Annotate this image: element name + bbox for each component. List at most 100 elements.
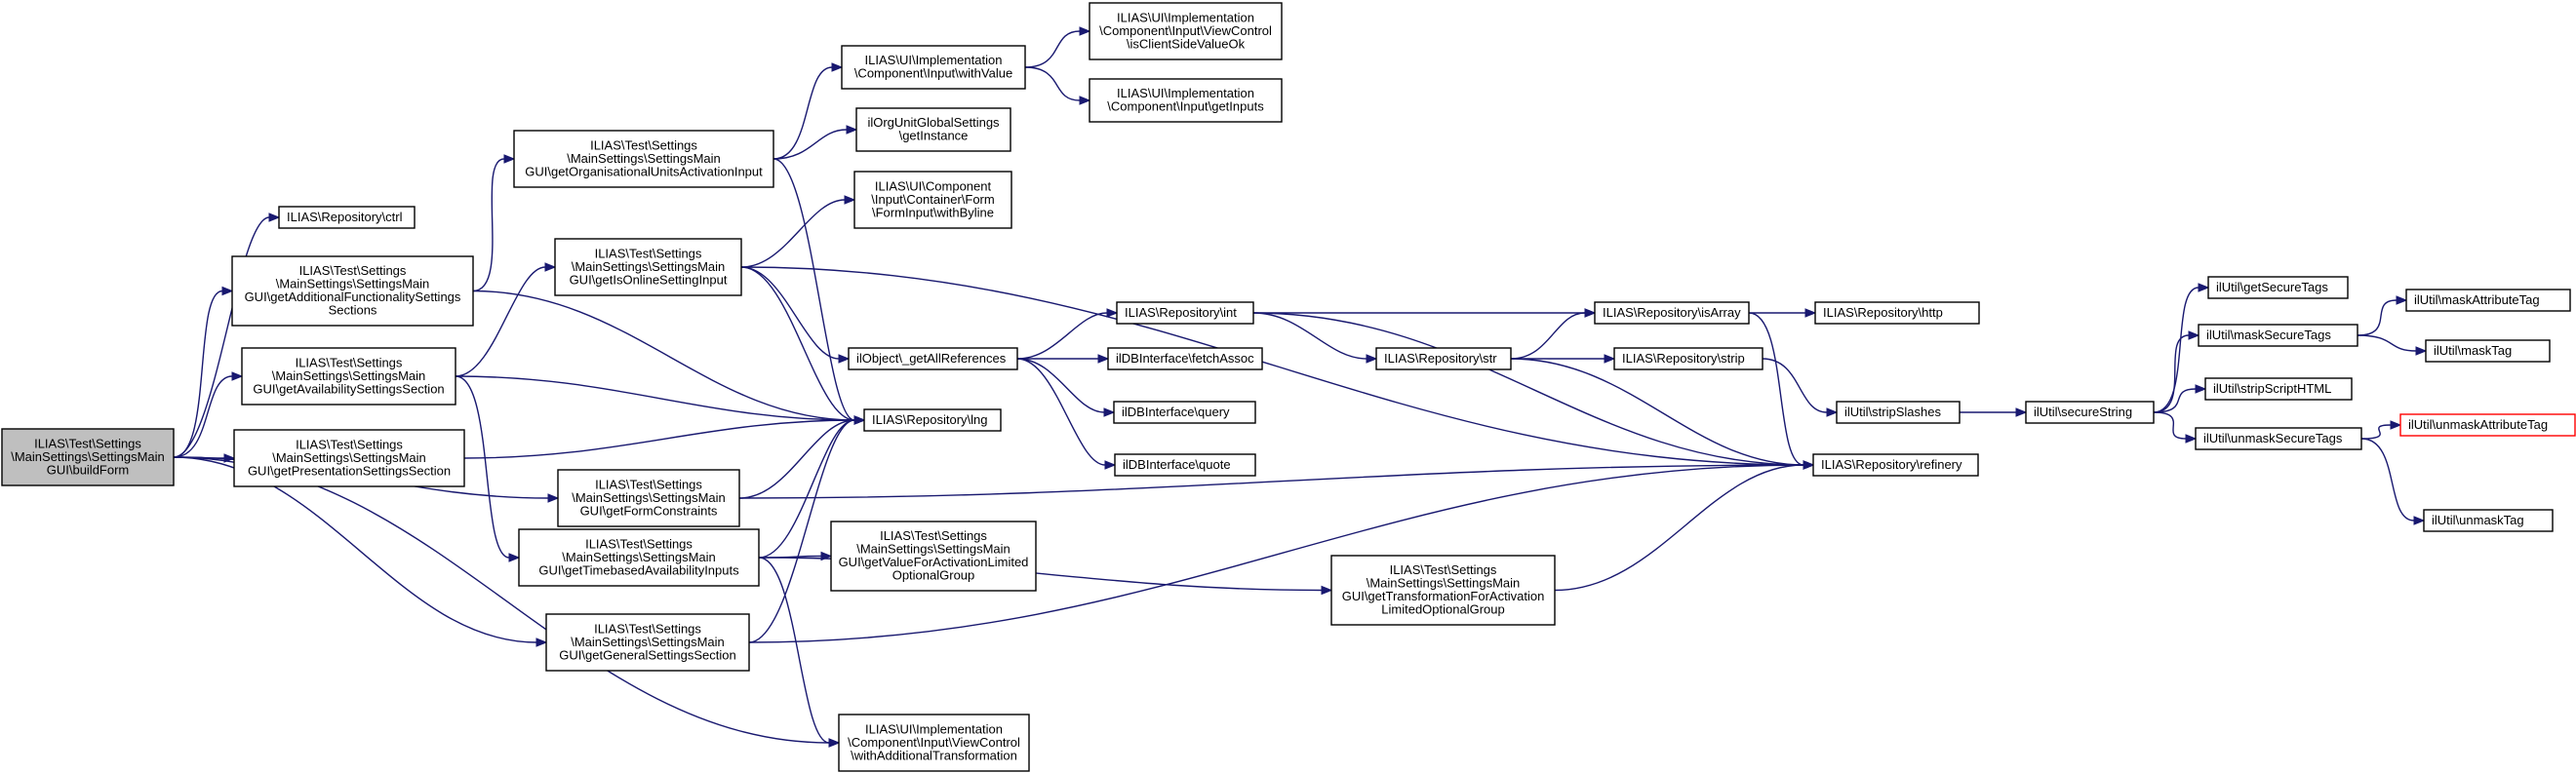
get-presentation-settings-section-node[interactable]: ILIAS\Test\Settings\MainSettings\Setting…: [233, 429, 465, 487]
edge-line: [455, 375, 510, 559]
util-get-secure-tags-node[interactable]: ilUtil\getSecureTags: [2207, 276, 2349, 299]
form-input-with-byline-node[interactable]: ILIAS\UI\Component\Input\Container\Form\…: [853, 171, 1012, 229]
edge-repository-str-to-repository-is-array: [1510, 308, 1597, 360]
util-mask-tag-node[interactable]: ilUtil\maskTag: [2425, 339, 2551, 363]
node-box: [1330, 555, 1556, 626]
db-fetch-assoc-node[interactable]: ilDBInterface\fetchAssoc: [1107, 347, 1263, 370]
node-label-line: ilDBInterface\query: [1122, 405, 1230, 419]
with-additional-transformation-node[interactable]: ILIAS\UI\Implementation\Component\Input\…: [838, 714, 1030, 772]
get-general-settings-section-node[interactable]: ILIAS\Test\Settings\MainSettings\Setting…: [545, 613, 750, 672]
arrowhead-icon: [1079, 26, 1091, 36]
edge-get-all-references-to-repository-int: [1016, 308, 1119, 360]
node-label-line: ilUtil\unmaskTag: [2432, 513, 2524, 527]
with-value-node[interactable]: ILIAS\UI\Implementation\Component\Input\…: [841, 45, 1026, 90]
repository-str-node[interactable]: ILIAS\Repository\str: [1375, 347, 1512, 370]
edge-line: [173, 290, 223, 458]
node-box: [241, 347, 456, 406]
get-transformation-for-activation-limited-optional-group-node[interactable]: ILIAS\Test\Settings\MainSettings\Setting…: [1330, 555, 1556, 626]
org-unit-global-settings-get-instance-node[interactable]: ilOrgUnitGlobalSettings\getInstance: [855, 107, 1011, 152]
get-additional-functionality-settings-sections-node[interactable]: ILIAS\Test\Settings\MainSettings\Setting…: [231, 255, 474, 327]
node-label-line: GUI\getAdditionalFunctionalitySettings: [245, 290, 461, 304]
edge-line: [1016, 312, 1108, 360]
util-unmask-attribute-tag-node[interactable]: ilUtil\unmaskAttributeTag: [2399, 413, 2576, 437]
get-organisational-units-activation-input-node[interactable]: ILIAS\Test\Settings\MainSettings\Setting…: [513, 130, 774, 188]
node-box: [863, 408, 1002, 432]
db-quote-node[interactable]: ilDBInterface\quote: [1114, 453, 1256, 477]
node-label-line: \MainSettings\SettingsMain: [572, 259, 726, 274]
edge-util-unmask-secure-tags-to-util-unmask-attribute-tag: [2360, 420, 2402, 440]
node-label-line: \MainSettings\SettingsMain: [276, 277, 430, 291]
repository-ctrl-node[interactable]: ILIAS\Repository\ctrl: [278, 206, 416, 229]
get-value-for-activation-limited-optional-group-node[interactable]: ILIAS\Test\Settings\MainSettings\Setting…: [830, 521, 1037, 592]
node-label-line: \MainSettings\SettingsMain: [571, 635, 725, 649]
arrowhead-icon: [2195, 384, 2207, 394]
repository-http-node[interactable]: ILIAS\Repository\http: [1814, 301, 1980, 325]
get-availability-settings-section-node[interactable]: ILIAS\Test\Settings\MainSettings\Setting…: [241, 347, 456, 406]
repository-refinery-node[interactable]: ILIAS\Repository\refinery: [1812, 453, 1979, 477]
node-box: [2204, 377, 2353, 401]
node-label-line: \withAdditionalTransformation: [851, 748, 1017, 762]
get-inputs-node[interactable]: ILIAS\UI\Implementation\Component\Input\…: [1089, 78, 1283, 123]
edge-get-availability-settings-section-to-get-is-online-setting-input: [455, 262, 557, 377]
edge-util-mask-secure-tags-to-util-mask-attribute-tag: [2357, 295, 2408, 336]
node-label-line: \MainSettings\SettingsMain: [1367, 576, 1521, 591]
get-timebased-availability-inputs-node[interactable]: ILIAS\Test\Settings\MainSettings\Setting…: [518, 528, 760, 587]
edge-line: [2357, 334, 2417, 352]
util-mask-secure-tags-node[interactable]: ilUtil\maskSecureTags: [2198, 324, 2358, 347]
arrowhead-icon: [2415, 346, 2428, 356]
repository-is-array-node[interactable]: ILIAS\Repository\isArray: [1594, 301, 1750, 325]
util-strip-slashes-node[interactable]: ilUtil\stripSlashes: [1836, 401, 1961, 424]
edge-repository-is-array-to-repository-http: [1749, 308, 1817, 318]
get-all-references-node[interactable]: ilObject\_getAllReferences: [848, 347, 1018, 370]
is-client-side-value-ok-node[interactable]: ILIAS\UI\Implementation\Component\Input\…: [1089, 2, 1283, 60]
edge-get-additional-functionality-settings-sections-to-get-organisational-units-activation-input: [472, 154, 516, 292]
node-label-line: ilUtil\getSecureTags: [2216, 280, 2328, 294]
repository-lng-node[interactable]: ILIAS\Repository\lng: [863, 408, 1002, 432]
edge-line: [2153, 334, 2190, 413]
util-secure-string-node[interactable]: ilUtil\secureString: [2025, 401, 2155, 424]
node-label-line: Sections: [329, 303, 377, 318]
edge-line: [773, 158, 855, 421]
arrowhead-icon: [831, 62, 844, 72]
edge-line: [1016, 358, 1105, 413]
edge-get-is-online-setting-input-to-get-all-references: [740, 266, 851, 364]
arrowhead-icon: [1097, 354, 1110, 364]
get-is-online-setting-input-node[interactable]: ILIAS\Test\Settings\MainSettings\Setting…: [554, 238, 742, 296]
node-label-line: GUI\getFormConstraints: [580, 503, 718, 518]
node-label-line: GUI\getAvailabilitySettingsSection: [253, 381, 444, 396]
node-label-line: \MainSettings\SettingsMain: [272, 368, 426, 383]
get-form-constraints-node[interactable]: ILIAS\Test\Settings\MainSettings\Setting…: [557, 469, 740, 527]
edge-get-additional-functionality-settings-sections-to-repository-lng: [472, 290, 866, 425]
node-label-line: \MainSettings\SettingsMain: [572, 490, 726, 505]
arrowhead-icon: [2015, 407, 2028, 417]
edge-line: [2357, 299, 2398, 336]
edge-get-all-references-to-db-fetch-assoc: [1017, 354, 1110, 364]
arrowhead-icon: [1103, 407, 1116, 417]
node-label-line: \MainSettings\SettingsMain: [567, 151, 721, 166]
util-mask-attribute-tag-node[interactable]: ilUtil\maskAttributeTag: [2405, 289, 2571, 312]
node-label-line: ilUtil\stripScriptHTML: [2213, 381, 2331, 396]
edge-line: [773, 66, 833, 160]
node-label-line: GUI\getPresentationSettingsSection: [248, 463, 451, 478]
edge-line: [740, 266, 1804, 466]
edge-line: [1016, 358, 1106, 466]
edge-line: [1510, 358, 1804, 466]
util-unmask-secure-tags-node[interactable]: ilUtil\unmaskSecureTags: [2195, 427, 2362, 450]
build-form-node[interactable]: ILIAS\Test\Settings\MainSettings\Setting…: [1, 428, 175, 486]
db-query-node[interactable]: ilDBInterface\query: [1113, 401, 1256, 424]
util-strip-script-html-node[interactable]: ilUtil\stripScriptHTML: [2204, 377, 2353, 401]
arrowhead-icon: [846, 125, 858, 135]
call-graph-edges: [173, 26, 2428, 748]
node-label-line: \Component\Input\withValue: [854, 66, 1012, 81]
node-label-line: \Component\Input\getInputs: [1107, 99, 1264, 114]
edge-line: [1252, 312, 1804, 466]
arrowhead-icon: [1104, 460, 1117, 470]
node-box: [848, 347, 1018, 370]
util-unmask-tag-node[interactable]: ilUtil\unmaskTag: [2423, 509, 2554, 532]
edge-util-unmask-secure-tags-to-util-unmask-tag: [2360, 438, 2426, 525]
edge-line: [1748, 312, 1804, 466]
node-label-line: GUI\getGeneralSettingsSection: [559, 647, 735, 662]
edge-get-general-settings-section-to-repository-lng: [748, 415, 866, 643]
repository-strip-node[interactable]: ILIAS\Repository\strip: [1613, 347, 1764, 370]
repository-int-node[interactable]: ILIAS\Repository\int: [1116, 301, 1254, 325]
